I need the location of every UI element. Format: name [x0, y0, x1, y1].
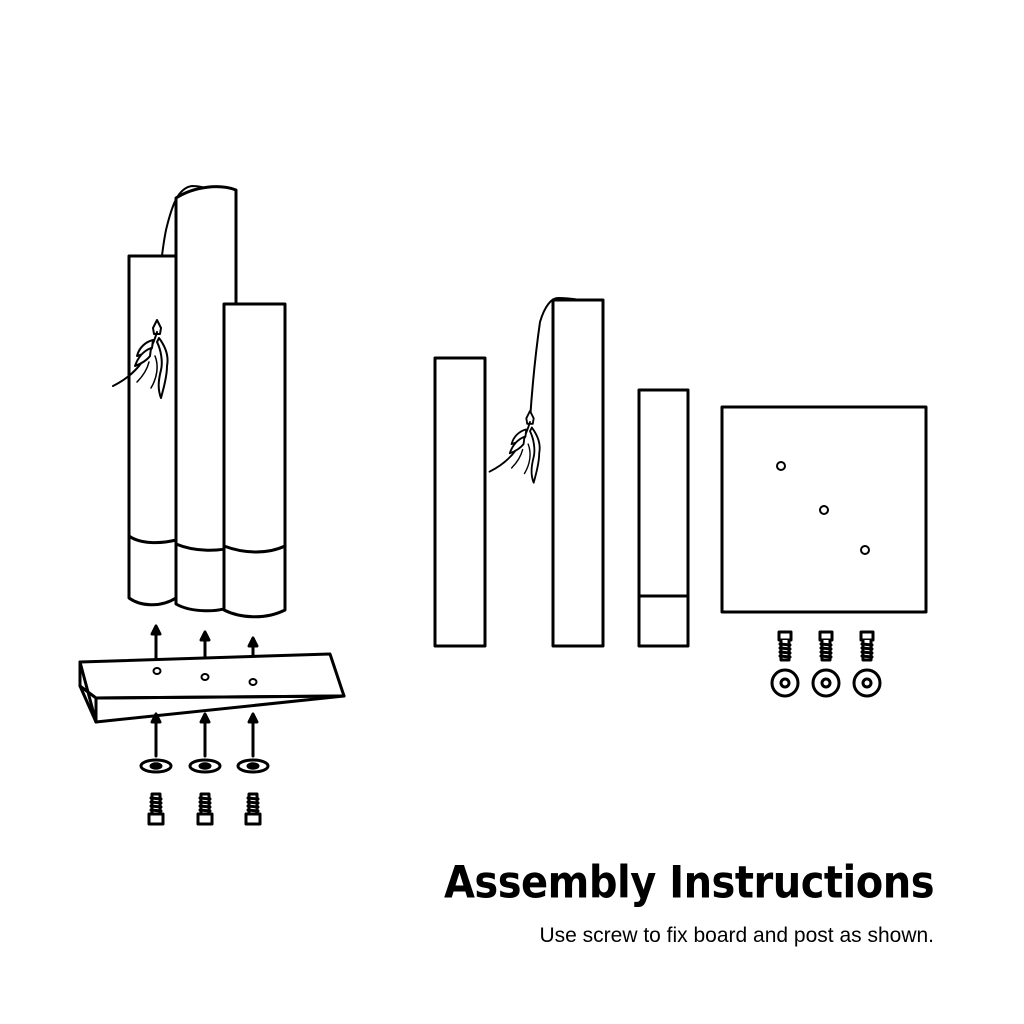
parts-view — [433, 297, 928, 698]
screws-right — [777, 630, 875, 662]
feather-toy-icon — [111, 319, 170, 400]
washers-right — [770, 668, 882, 698]
post-short-left — [127, 254, 178, 607]
instruction-text: Use screw to fix board and post as shown… — [539, 924, 934, 947]
post-short-right — [222, 302, 287, 619]
base-board — [78, 652, 346, 724]
feather-toy-part-icon — [488, 410, 542, 485]
screws-left — [147, 792, 262, 826]
washers-left — [139, 758, 270, 774]
post-left-part — [433, 356, 487, 648]
arrows-washers-to-board — [150, 712, 259, 758]
post-tall-part — [551, 298, 605, 648]
square-board-part — [720, 405, 928, 614]
post-short-part — [637, 388, 690, 648]
assembled-view — [78, 185, 346, 826]
page-title: Assembly Instructions — [443, 857, 935, 909]
